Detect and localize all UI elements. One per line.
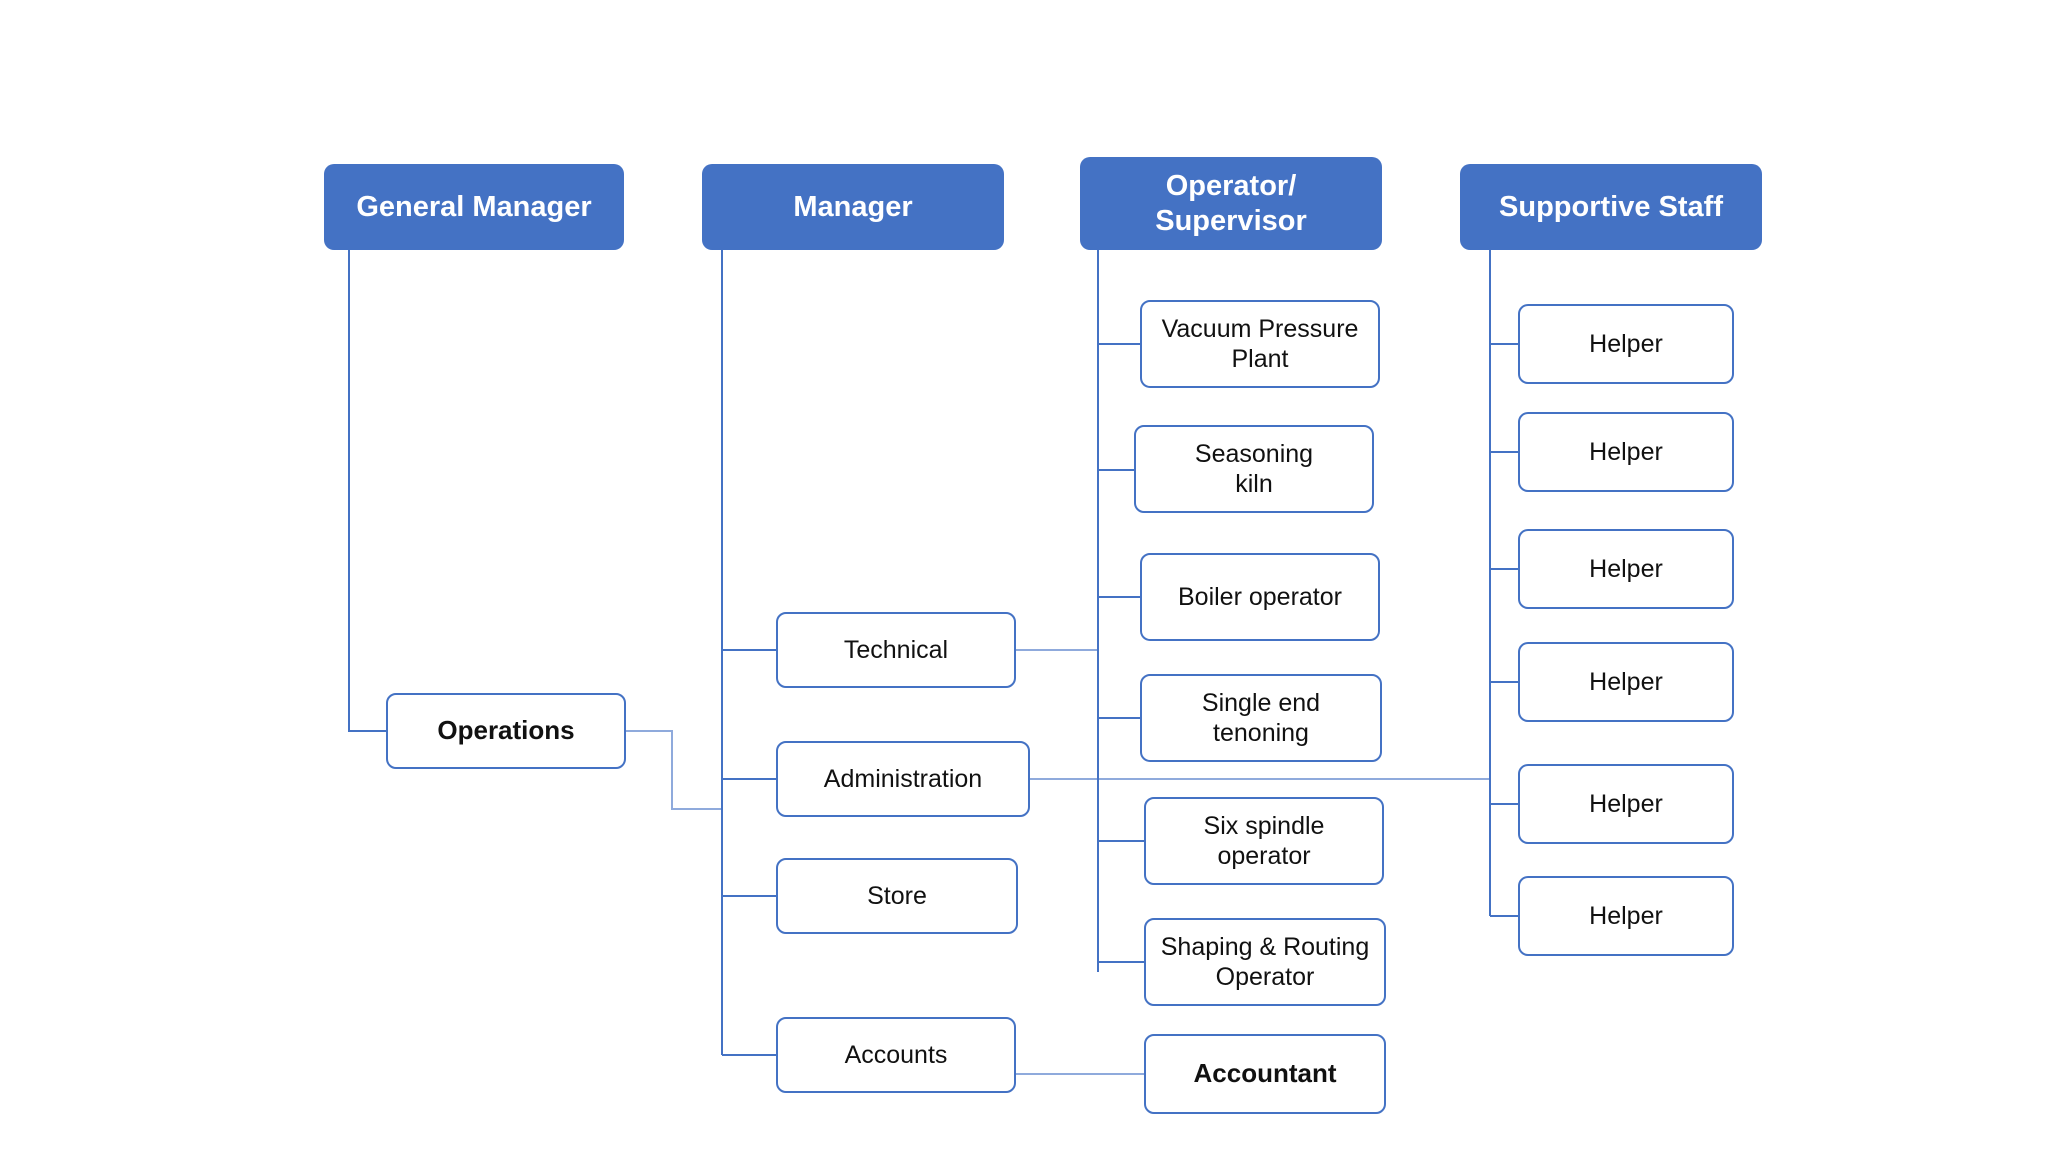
node-six-spindle-operator[interactable]: Six spindle operator (1144, 797, 1384, 885)
node-helper-4[interactable]: Helper (1518, 642, 1734, 722)
header-manager[interactable]: Manager (702, 164, 1004, 250)
node-shaping-routing-operator[interactable]: Shaping & Routing Operator (1144, 918, 1386, 1006)
node-boiler-operator[interactable]: Boiler operator (1140, 553, 1380, 641)
node-helper-6[interactable]: Helper (1518, 876, 1734, 956)
node-helper-2[interactable]: Helper (1518, 412, 1734, 492)
node-technical[interactable]: Technical (776, 612, 1016, 688)
header-operator-supervisor[interactable]: Operator/ Supervisor (1080, 157, 1382, 250)
node-helper-5[interactable]: Helper (1518, 764, 1734, 844)
node-operations[interactable]: Operations (386, 693, 626, 769)
node-helper-1[interactable]: Helper (1518, 304, 1734, 384)
header-general-manager[interactable]: General Manager (324, 164, 624, 250)
header-supportive-staff[interactable]: Supportive Staff (1460, 164, 1762, 250)
wire-gm-to-operations (347, 250, 388, 733)
node-accountant[interactable]: Accountant (1144, 1034, 1386, 1114)
node-single-end-tenoning[interactable]: Single end tenoning (1140, 674, 1382, 762)
node-store[interactable]: Store (776, 858, 1018, 934)
node-helper-3[interactable]: Helper (1518, 529, 1734, 609)
node-accounts[interactable]: Accounts (776, 1017, 1016, 1093)
wire-operations-to-manager-spine (624, 729, 722, 811)
node-seasoning-kiln[interactable]: Seasoning kiln (1134, 425, 1374, 513)
node-administration[interactable]: Administration (776, 741, 1030, 817)
node-vacuum-pressure-plant[interactable]: Vacuum Pressure Plant (1140, 300, 1380, 388)
